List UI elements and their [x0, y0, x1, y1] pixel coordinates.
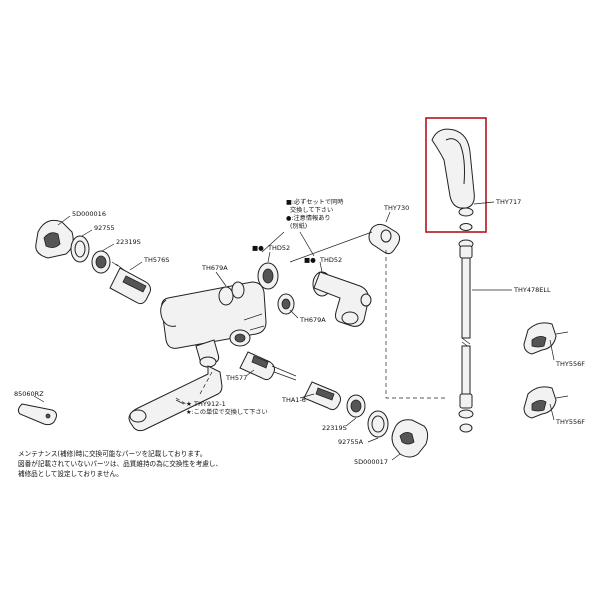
label-5d000017: 5D000017	[354, 458, 388, 466]
label-thy730: THY730	[383, 204, 409, 212]
bottom-note-line2: 図番が記載されていないパーツは、品質維持の為に交換性を考慮し、	[18, 459, 222, 468]
hanger-thy556f-b	[523, 386, 569, 419]
marker-thd52-a: ■●	[252, 244, 264, 252]
shower-head-thy717	[431, 128, 475, 231]
label-th576s: TH576S	[143, 256, 169, 264]
leader-elbow	[289, 231, 373, 263]
washer-th679a-right	[277, 293, 295, 315]
clip-85060rz	[17, 403, 57, 426]
cover-5d000017	[391, 419, 429, 458]
part-th577	[239, 351, 297, 381]
label-tha1-6: THA1-6	[281, 396, 306, 404]
mixer-body	[160, 281, 267, 368]
note-set-line2: 交換して下さい	[290, 206, 333, 214]
ring-92755	[70, 235, 90, 263]
label-thy478ell: THY478ELL	[513, 286, 551, 294]
note-set-line1: ■:必ずセットで同時	[286, 198, 343, 206]
elbow-arm	[313, 271, 372, 327]
label-thd52-a: THD52	[267, 244, 290, 252]
note-thy912-unit: ★:この単位で交換して下さい	[186, 408, 268, 416]
ring-92755a	[367, 410, 389, 438]
hose-thy478ell	[458, 239, 474, 433]
cartridge-th576s	[109, 261, 151, 305]
washer-th679a-left	[218, 281, 245, 306]
part-tha1-6	[303, 381, 341, 411]
marker-thy912: ★	[186, 400, 192, 408]
leader-note-a	[261, 231, 285, 253]
label-thy556f-b: THY556F	[555, 418, 585, 426]
connector-thy730	[368, 223, 401, 255]
hanger-thy556f-a	[523, 322, 569, 355]
note-set-line3: ●:注意情報あり	[286, 214, 331, 222]
label-22319s-b: 22319S	[322, 424, 347, 432]
label-th679a-left: TH679A	[201, 264, 228, 272]
marker-thd52-b: ■●	[304, 256, 316, 264]
nut-22319s-b	[346, 394, 366, 418]
label-5d000016: 5D000016	[72, 210, 106, 218]
nut-22319s	[91, 250, 111, 274]
bottom-note-line3: 補修品として設定しておりません。	[18, 469, 123, 478]
label-thy912-1: THY912-1	[193, 400, 226, 408]
leader-hose-path	[385, 250, 446, 399]
label-thy717: THY717	[495, 198, 521, 206]
label-85060rz: 85060RZ	[14, 390, 44, 398]
label-thy556f-a: THY556F	[555, 360, 585, 368]
label-th577: TH577	[225, 374, 247, 382]
label-thd52-b: THD52	[319, 256, 342, 264]
bottom-note-line1: メンテナンス(補修)時に交換可能なパーツを記載しております。	[18, 449, 206, 458]
label-22319s: 22319S	[116, 238, 141, 246]
label-th679a-right: TH679A	[299, 316, 326, 324]
part-thd52-a	[257, 262, 279, 290]
note-set-line4: (別紙)	[290, 222, 307, 230]
highlight-box-thy717	[425, 117, 487, 233]
label-92755a: 92755A	[338, 438, 364, 446]
leader-lines	[33, 201, 555, 461]
cover-5d000016	[35, 219, 74, 259]
leader-note-b	[299, 231, 315, 257]
label-92755: 92755	[94, 224, 115, 232]
spout-thy912-1	[128, 365, 223, 432]
